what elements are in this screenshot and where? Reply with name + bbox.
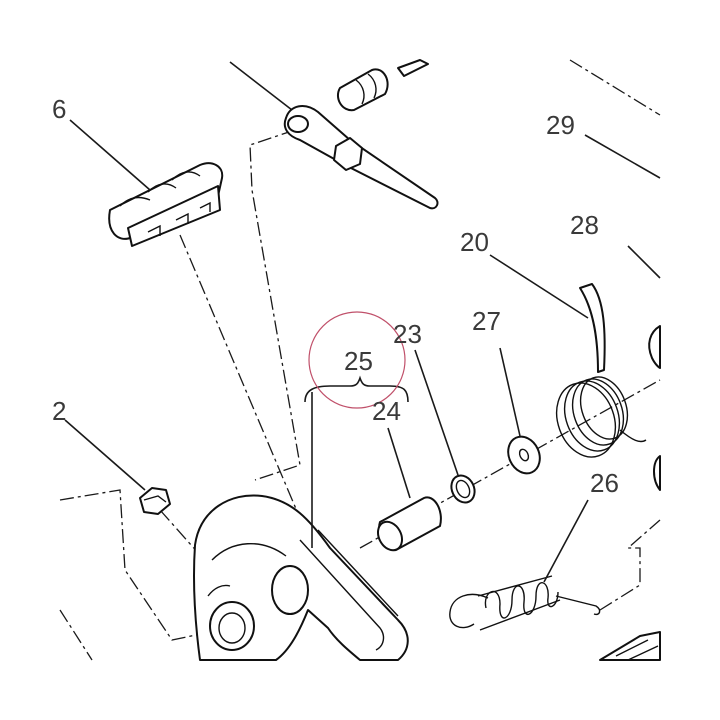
extension-spring-hook-right xyxy=(555,595,601,616)
oring-23-inner xyxy=(455,479,471,499)
leader-28 xyxy=(627,245,661,279)
part-24-bushing xyxy=(377,427,442,552)
right-edge-fragment-lower-ribs xyxy=(615,639,659,661)
assembly-line-upper-right xyxy=(569,59,661,116)
leader-24 xyxy=(387,427,411,499)
torsion-coil-3 xyxy=(571,378,625,446)
leader-26 xyxy=(543,499,589,583)
callout-25: 25 xyxy=(344,346,373,376)
callout-26: 26 xyxy=(590,468,619,498)
right-edge-fragment-lower xyxy=(599,631,661,661)
part-26-extension-spring xyxy=(449,499,601,631)
torsion-coil-2 xyxy=(563,380,621,452)
brace-25 xyxy=(304,375,409,403)
cable-end-assembly xyxy=(229,59,439,210)
part-2-nut xyxy=(64,419,171,515)
bracket-arm-edge xyxy=(317,529,399,617)
callout-2: 2 xyxy=(52,396,66,426)
cover-ridges xyxy=(119,171,201,207)
washer-27-outer xyxy=(507,435,541,475)
callout-labels: 6 29 28 20 27 23 25 24 2 26 xyxy=(52,94,619,498)
assembly-line-top-left xyxy=(249,129,301,481)
leader-27 xyxy=(499,347,521,437)
nut-2-face xyxy=(143,495,167,503)
part-20-torsion-spring xyxy=(489,254,647,458)
callout-28: 28 xyxy=(570,210,599,240)
assembly-line-spring xyxy=(599,519,661,611)
callout-6: 6 xyxy=(52,94,66,124)
bracket-arm-inner xyxy=(299,539,385,651)
bracket-bore-inner xyxy=(218,612,246,644)
leader-2 xyxy=(64,419,146,491)
leader-23 xyxy=(414,349,459,476)
bushing-24-face xyxy=(377,520,403,552)
assembly-line-bottom-left xyxy=(59,609,93,661)
right-edge-parts xyxy=(584,134,661,661)
torsion-coil-4 xyxy=(579,376,629,440)
callout-23: 23 xyxy=(393,319,422,349)
torsion-spring-tail xyxy=(619,429,647,443)
callout-27: 27 xyxy=(472,306,501,336)
right-edge-fragment-mid xyxy=(653,455,661,491)
bracket-web xyxy=(207,543,287,597)
cable-hex-nut xyxy=(333,137,363,171)
leader-20 xyxy=(489,254,589,319)
bracket-casting xyxy=(192,494,409,661)
right-edge-fragment-upper xyxy=(648,325,661,369)
leader-6 xyxy=(69,119,151,191)
cable-eye xyxy=(287,115,309,133)
highlight-circle xyxy=(308,311,406,409)
extension-spring-body xyxy=(477,575,561,631)
leader-29 xyxy=(584,134,661,179)
cable-ferrule-rings xyxy=(355,73,377,105)
washer-27-hole xyxy=(518,448,530,462)
callout-29: 29 xyxy=(546,110,575,140)
cable-wire xyxy=(229,61,293,111)
torsion-spring-leg xyxy=(579,283,606,373)
torsion-coil-1 xyxy=(555,382,617,458)
oring-23-outer xyxy=(450,474,476,504)
cover-body xyxy=(108,162,224,240)
nut-2-hex xyxy=(139,487,171,515)
bracket-bore xyxy=(209,601,255,651)
cover-slots xyxy=(147,201,211,236)
callout-20: 20 xyxy=(460,227,489,257)
extension-spring-hook-left xyxy=(449,593,489,629)
bracket-boss xyxy=(271,565,309,615)
extension-spring-coils xyxy=(484,582,559,619)
part-6-cover xyxy=(69,119,224,247)
part-27-washer xyxy=(499,347,541,475)
part-23-oring xyxy=(414,349,476,504)
callout-24: 24 xyxy=(372,396,401,426)
cable-end-tip xyxy=(397,59,429,77)
